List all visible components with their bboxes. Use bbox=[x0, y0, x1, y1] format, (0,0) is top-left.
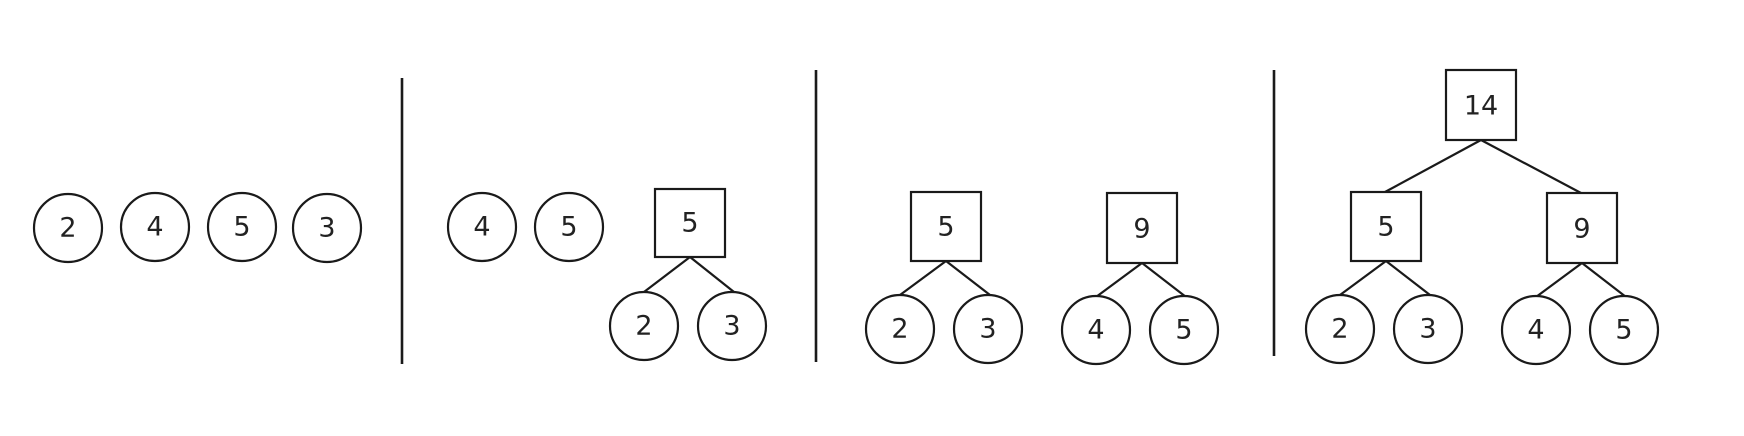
leaf-node: 2 bbox=[1304, 293, 1376, 365]
leaf-node: 4 bbox=[119, 191, 191, 263]
node-value: 3 bbox=[979, 314, 996, 345]
node-value: 2 bbox=[59, 213, 76, 244]
internal-node: 14 bbox=[1444, 68, 1518, 142]
node-value: 5 bbox=[681, 208, 698, 239]
internal-node: 5 bbox=[909, 190, 983, 263]
leaf-node: 2 bbox=[864, 293, 936, 365]
tree-edge bbox=[1141, 262, 1187, 298]
node-value: 2 bbox=[891, 314, 908, 345]
node-value: 5 bbox=[233, 212, 250, 243]
tree-edge bbox=[945, 260, 991, 296]
node-value: 5 bbox=[937, 212, 954, 243]
node-value: 4 bbox=[1527, 315, 1544, 346]
leaf-node: 2 bbox=[32, 192, 104, 264]
leaf-node: 3 bbox=[952, 293, 1024, 365]
stage-1: 2 4 5 3 bbox=[32, 191, 363, 264]
tree-edge bbox=[1535, 262, 1583, 298]
internal-node: 5 bbox=[1349, 190, 1423, 263]
leaf-node: 2 bbox=[608, 290, 680, 362]
node-value: 5 bbox=[1377, 212, 1394, 243]
node-value: 4 bbox=[1087, 315, 1104, 346]
leaf-node: 5 bbox=[206, 191, 278, 263]
node-value: 5 bbox=[1175, 315, 1192, 346]
leaf-node: 4 bbox=[446, 191, 518, 263]
leaf-node: 3 bbox=[291, 192, 363, 264]
tree-edge bbox=[1581, 262, 1627, 298]
node-value: 3 bbox=[723, 311, 740, 342]
leaf-node: 4 bbox=[1500, 294, 1572, 366]
tree-edge bbox=[689, 256, 735, 293]
stage-3: 5 2 3 9 4 5 bbox=[864, 190, 1220, 366]
node-value: 14 bbox=[1464, 91, 1498, 122]
node-value: 2 bbox=[635, 311, 652, 342]
node-value: 2 bbox=[1331, 314, 1348, 345]
tree-edge bbox=[1095, 262, 1143, 298]
stage-4: 14 5 2 3 9 4 5 bbox=[1304, 68, 1660, 366]
leaf-node: 3 bbox=[1392, 293, 1464, 365]
node-value: 9 bbox=[1573, 214, 1590, 245]
node-value: 9 bbox=[1133, 214, 1150, 245]
leaf-node: 5 bbox=[533, 191, 605, 263]
internal-node: 9 bbox=[1105, 191, 1179, 265]
node-value: 4 bbox=[146, 212, 163, 243]
internal-node: 9 bbox=[1545, 191, 1619, 265]
node-value: 3 bbox=[1419, 314, 1436, 345]
tree-edge bbox=[1384, 139, 1482, 193]
stage-2: 4 5 5 2 3 bbox=[446, 187, 768, 362]
leaf-node: 5 bbox=[1148, 294, 1220, 366]
tree-edge bbox=[899, 260, 947, 296]
leaf-node: 4 bbox=[1060, 294, 1132, 366]
tree-edge bbox=[1480, 139, 1582, 194]
tree-edge bbox=[1385, 260, 1431, 296]
tree-edge bbox=[643, 256, 691, 293]
leaf-node: 5 bbox=[1588, 294, 1660, 366]
tree-edge bbox=[1339, 260, 1387, 296]
internal-node: 5 bbox=[653, 187, 727, 259]
leaf-node: 3 bbox=[696, 290, 768, 362]
node-value: 3 bbox=[318, 213, 335, 244]
node-value: 5 bbox=[560, 212, 577, 243]
node-value: 5 bbox=[1615, 315, 1632, 346]
node-value: 4 bbox=[473, 212, 490, 243]
